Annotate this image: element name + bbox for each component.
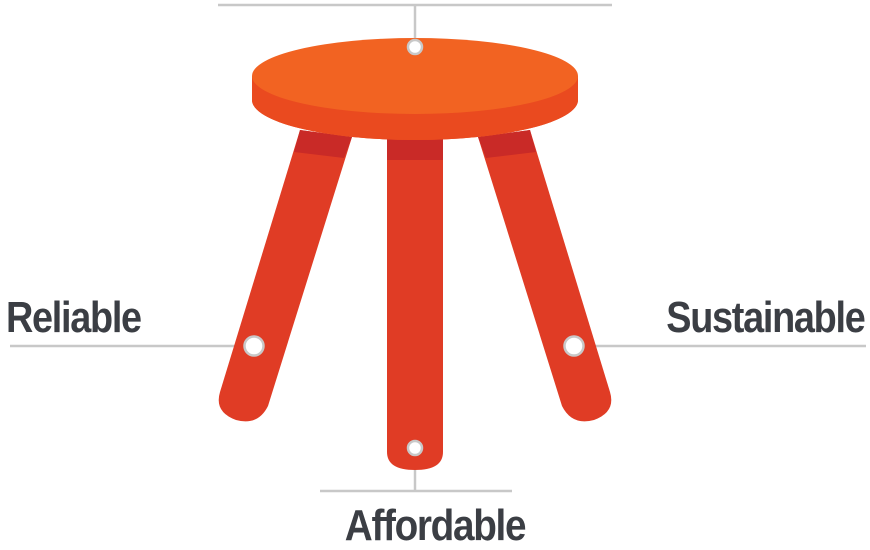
bottom-connector-dot <box>406 439 424 457</box>
middle-leg <box>387 138 443 470</box>
label-reliable: Reliable <box>6 293 142 342</box>
right-connector-dot <box>563 335 585 357</box>
label-sustainable: Sustainable <box>665 293 865 342</box>
left-connector-dot <box>243 335 265 357</box>
left-leg <box>218 130 352 422</box>
label-affordable: Affordable <box>344 501 527 550</box>
right-leg <box>478 130 612 422</box>
top-connector-dot <box>406 38 424 56</box>
stool-seat <box>252 38 578 140</box>
